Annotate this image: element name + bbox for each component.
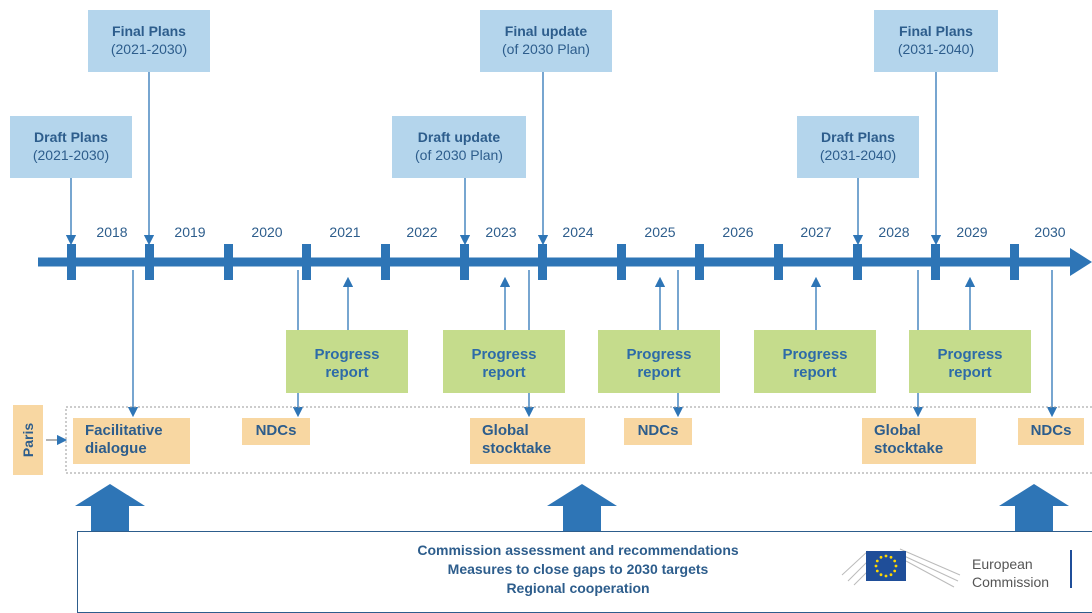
plan-subtitle: (2021-2030) <box>32 147 110 163</box>
progress-report-box: Progress report <box>909 330 1031 393</box>
tick <box>224 244 233 280</box>
plan-title: Final update <box>504 23 588 39</box>
year-label: 2024 <box>562 224 594 240</box>
year-label: 2021 <box>329 224 361 240</box>
progress-line2: report <box>637 364 681 381</box>
paris-item-ndcs: NDCs <box>242 418 310 445</box>
year-ticks <box>67 244 1019 280</box>
plan-box-draft-2021: Draft Plans (2021-2030) <box>10 116 132 178</box>
plan-box-draft-update: Draft update (of 2030 Plan) <box>392 116 526 178</box>
paris-item-line1: NDCs <box>255 422 297 439</box>
progress-line2: report <box>948 364 992 381</box>
tick <box>460 244 469 280</box>
paris-item-line2: stocktake <box>874 440 944 457</box>
progress-line1: Progress <box>937 346 1003 363</box>
year-label: 2030 <box>1034 224 1066 240</box>
plan-box-final-2021: Final Plans (2021-2030) <box>88 10 210 72</box>
european-commission-logo <box>841 548 1072 588</box>
plan-subtitle: (2031-2040) <box>897 41 975 57</box>
timeline-graphic <box>38 72 1092 533</box>
paris-label: Paris <box>20 422 36 458</box>
paris-item-line1: Global <box>874 422 921 439</box>
tick <box>774 244 783 280</box>
year-label: 2019 <box>174 224 206 240</box>
tick <box>1010 244 1019 280</box>
plan-subtitle: (of 2030 Plan) <box>502 41 590 57</box>
commission-line-1: Commission assessment and recommendation… <box>417 542 739 558</box>
year-label: 2023 <box>485 224 517 240</box>
progress-line2: report <box>793 364 837 381</box>
commission-logo-text: European Commission <box>972 555 1049 591</box>
paris-label-box: Paris <box>13 405 43 475</box>
plan-subtitle: (2021-2030) <box>110 41 188 57</box>
year-label: 2022 <box>406 224 438 240</box>
logo-line2: Commission <box>972 574 1050 590</box>
year-label: 2018 <box>96 224 128 240</box>
progress-report-box: Progress report <box>443 330 565 393</box>
block-arrow <box>547 484 617 533</box>
progress-report-box: Progress report <box>286 330 408 393</box>
year-label: 2025 <box>644 224 676 240</box>
plan-box-final-update: Final update (of 2030 Plan) <box>480 10 612 72</box>
plan-title: Final Plans <box>112 23 186 39</box>
plan-subtitle: (2031-2040) <box>819 147 897 163</box>
progress-line1: Progress <box>626 346 692 363</box>
progress-line1: Progress <box>471 346 537 363</box>
paris-item-global-stocktake: Global stocktake <box>862 418 976 464</box>
paris-item-line2: dialogue <box>85 440 147 457</box>
logo-line1: European <box>972 556 1033 572</box>
plan-title: Draft update <box>417 129 501 145</box>
plan-subtitle: (of 2030 Plan) <box>415 147 503 163</box>
year-label: 2020 <box>251 224 283 240</box>
year-label: 2027 <box>800 224 832 240</box>
paris-item-line1: Facilitative <box>85 422 163 439</box>
plan-title: Draft Plans <box>34 129 108 145</box>
tick <box>381 244 390 280</box>
tick <box>145 244 154 280</box>
block-arrow <box>999 484 1069 533</box>
plan-title: Final Plans <box>899 23 973 39</box>
timeline-arrowhead <box>1070 248 1092 276</box>
logo-divider <box>1070 550 1072 588</box>
tick <box>67 244 76 280</box>
plan-box-draft-2031: Draft Plans (2031-2040) <box>797 116 919 178</box>
progress-report-box: Progress report <box>598 330 720 393</box>
plan-box-final-2031: Final Plans (2031-2040) <box>874 10 998 72</box>
paris-item-line1: NDCs <box>1030 422 1072 439</box>
tick <box>538 244 547 280</box>
commission-line-3: Regional cooperation <box>506 580 650 596</box>
paris-item-line1: Global <box>482 422 529 439</box>
paris-item-line2: stocktake <box>482 440 552 457</box>
tick <box>302 244 311 280</box>
paris-item-ndcs: NDCs <box>1018 418 1084 445</box>
paris-item-global-stocktake: Global stocktake <box>470 418 585 464</box>
paris-item-line1: NDCs <box>637 422 679 439</box>
progress-line1: Progress <box>782 346 848 363</box>
progress-line2: report <box>325 364 369 381</box>
paris-item-ndcs: NDCs <box>624 418 692 445</box>
tick <box>931 244 940 280</box>
progress-report-box: Progress report <box>754 330 876 393</box>
block-arrow <box>75 484 145 533</box>
tick <box>617 244 626 280</box>
tick <box>853 244 862 280</box>
year-label: 2026 <box>722 224 754 240</box>
commission-line-2: Measures to close gaps to 2030 targets <box>447 561 709 577</box>
plan-title: Draft Plans <box>821 129 895 145</box>
year-label: 2028 <box>878 224 910 240</box>
progress-line1: Progress <box>314 346 380 363</box>
progress-line2: report <box>482 364 526 381</box>
tick <box>695 244 704 280</box>
paris-item-facilitative-dialogue: Facilitative dialogue <box>73 418 190 464</box>
year-label: 2029 <box>956 224 988 240</box>
